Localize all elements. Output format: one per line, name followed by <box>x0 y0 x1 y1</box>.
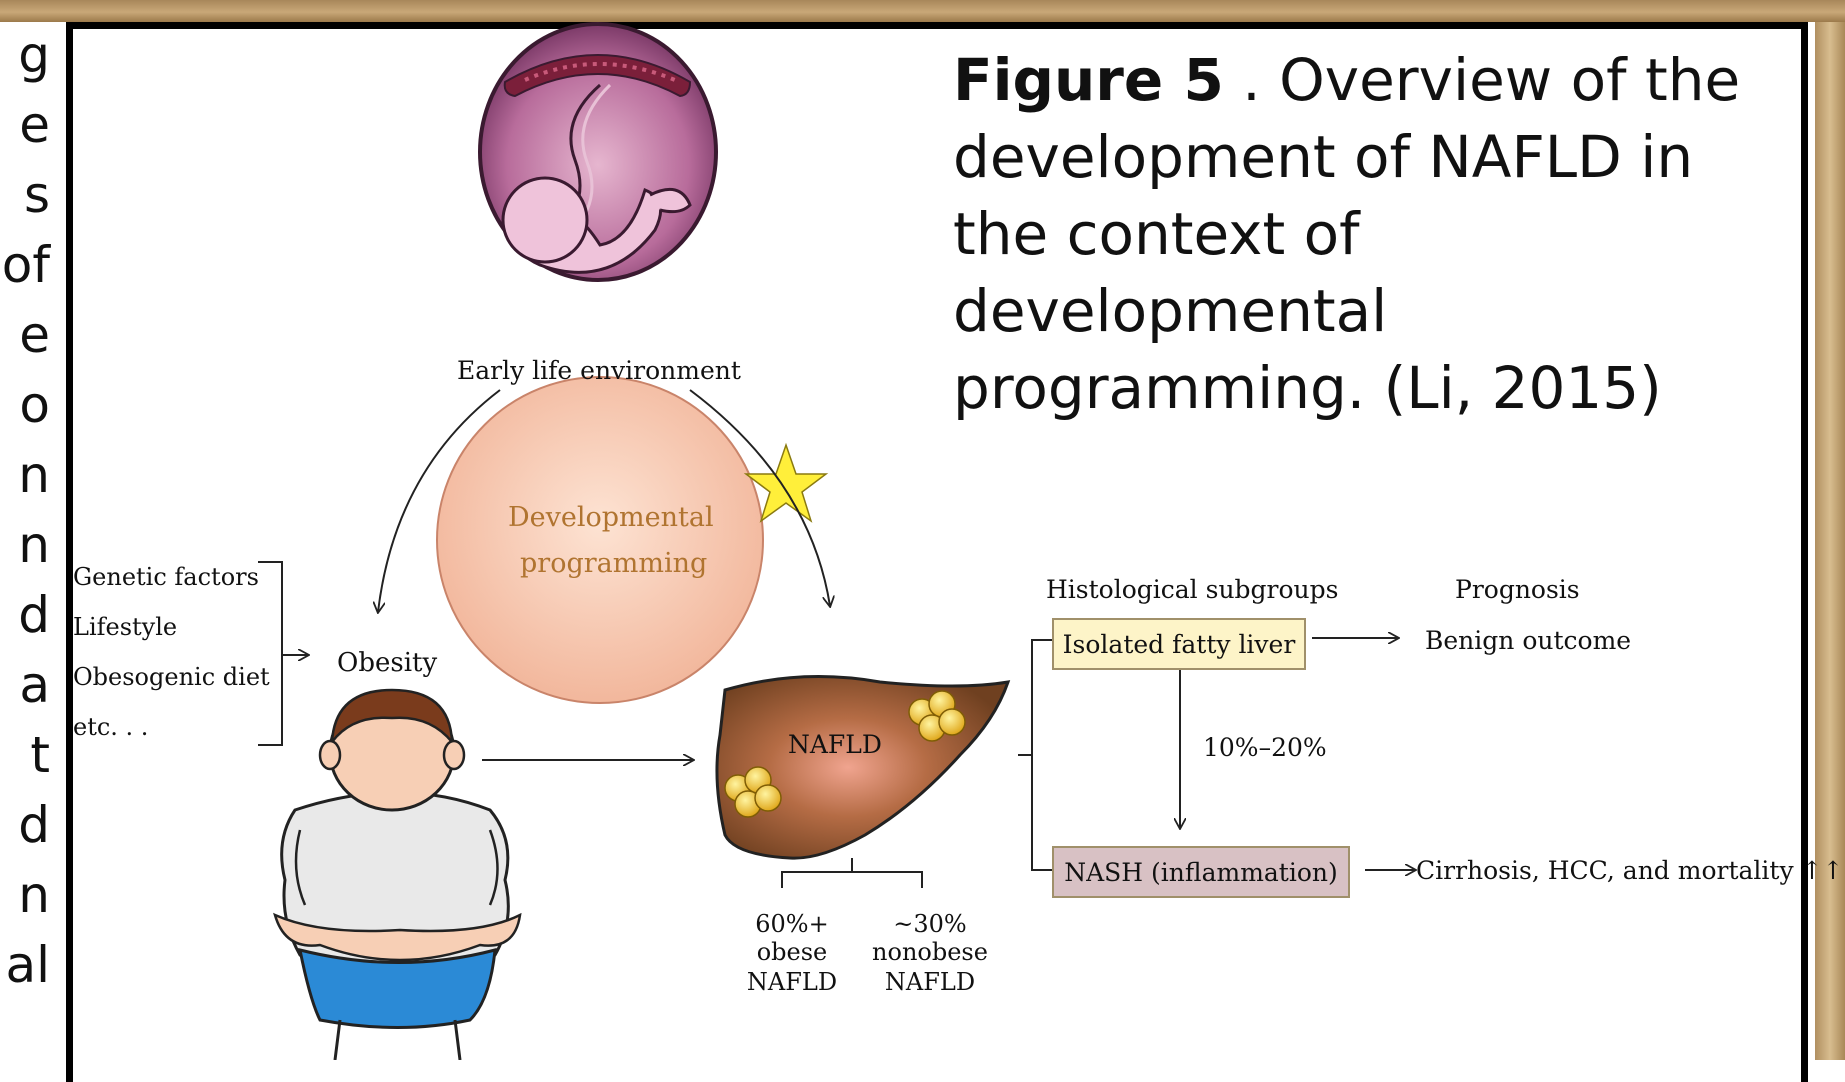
benign-outcome-label: Benign outcome <box>1425 626 1631 655</box>
dev-prog-label-2: programming <box>520 548 707 579</box>
nonobese-percent: ~30% <box>880 910 980 938</box>
womb-fetus-illustration <box>480 24 716 280</box>
isolated-fatty-liver-box: Isolated fatty liver <box>1052 618 1306 670</box>
dev-prog-label-1: Developmental <box>508 502 714 533</box>
factor-diet: Obesogenic diet <box>73 663 270 691</box>
factor-genetic: Genetic factors <box>73 563 259 591</box>
nonobese-nafld-text: NAFLD <box>880 968 980 996</box>
early-life-label: Early life environment <box>457 356 741 385</box>
isolated-fatty-liver-label: Isolated fatty liver <box>1063 630 1296 659</box>
obese-percent: 60%+ <box>755 910 829 938</box>
prognosis-heading: Prognosis <box>1455 575 1580 604</box>
factor-lifestyle: Lifestyle <box>73 613 177 641</box>
progression-percentage: 10%–20% <box>1203 733 1327 762</box>
cirrhosis-label: Cirrhosis, HCC, and mortality ↑↑ <box>1416 856 1843 885</box>
figure-label: Figure 5 <box>953 46 1224 114</box>
figure-caption: Figure 5 . Overview of the development o… <box>953 42 1773 427</box>
obese-nafld-text: NAFLD <box>745 968 839 996</box>
nonobese-text: nonobese <box>870 938 990 966</box>
subgroups-bracket <box>1032 640 1052 870</box>
liver-split-bracket <box>782 872 922 888</box>
nash-box: NASH (inflammation) <box>1052 846 1350 898</box>
obese-text: obese <box>755 938 829 966</box>
factors-bracket <box>258 562 282 745</box>
histological-subgroups-heading: Histological subgroups <box>1046 575 1339 604</box>
factor-etc: etc. . . <box>73 713 148 741</box>
obese-child-illustration <box>275 690 520 1060</box>
nafld-label: NAFLD <box>788 730 882 759</box>
developmental-programming-circle <box>437 377 763 703</box>
obesity-label: Obesity <box>337 648 437 678</box>
nash-label: NASH (inflammation) <box>1064 858 1338 887</box>
